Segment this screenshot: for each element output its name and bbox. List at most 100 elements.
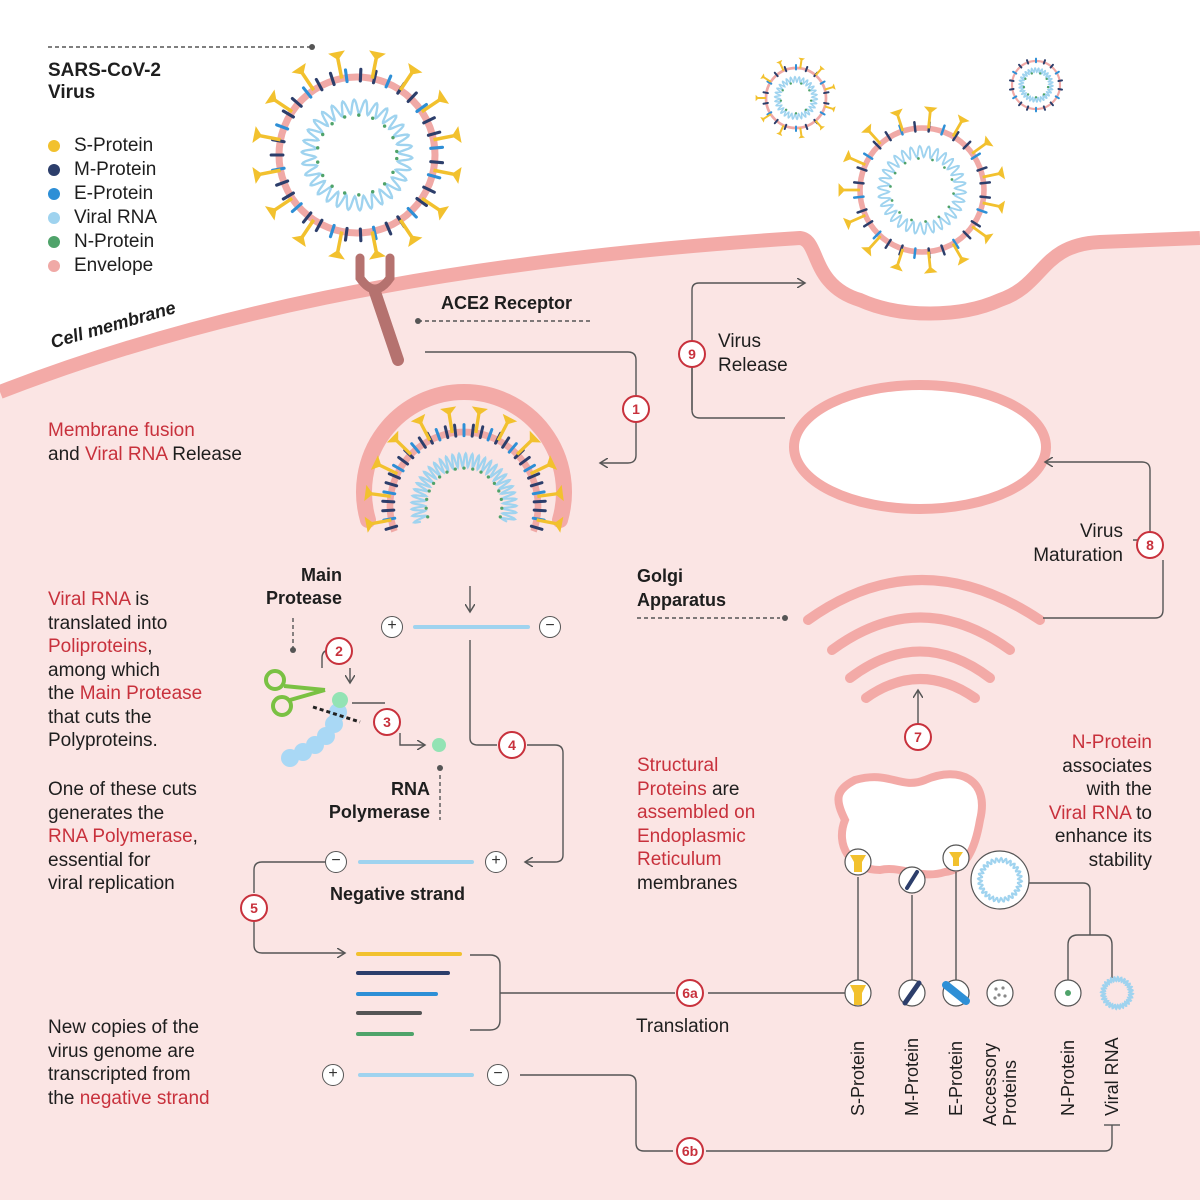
caption-text: transcripted from	[48, 1064, 191, 1085]
caption-highlight: assembled on	[637, 802, 756, 823]
cell-membrane	[0, 230, 1200, 399]
legend-dot	[48, 212, 60, 224]
caption-text: and	[48, 443, 85, 465]
legend-label: M-Protein	[74, 159, 157, 180]
virus-maturation-label: Virus Maturation	[1033, 521, 1123, 566]
rna-strands	[356, 625, 530, 1077]
caption-highlight: RNA Polymerase	[48, 826, 193, 847]
caption-highlight: Viral RNA	[84, 443, 167, 465]
legend-label: N-Protein	[74, 231, 155, 252]
caption-highlight: Membrane fusion	[48, 420, 195, 441]
polyprotein-chain	[281, 703, 347, 767]
caption-text: to	[1130, 802, 1152, 824]
caption-highlight: Viral RNA	[48, 589, 131, 610]
legend-item-m-protein: M-Protein	[48, 158, 157, 182]
legend-label: S-Protein	[74, 135, 154, 156]
m-protein-icon	[898, 979, 926, 1007]
n-protein-caption: N-Protein associates with the Viral RNA …	[1000, 731, 1152, 872]
caption-highlight: Viral RNA	[1048, 802, 1131, 824]
caption-text: ,	[147, 636, 153, 657]
cut-line	[312, 705, 361, 724]
minus-sign: −	[325, 851, 347, 873]
legend-dot	[48, 236, 60, 248]
caption-highlight: N-Protein	[1071, 732, 1152, 753]
legend-item-n-protein: N-Protein	[48, 230, 157, 254]
protein-product-icons	[844, 975, 1135, 1011]
step-8-badge: 8	[1136, 531, 1164, 559]
n-protein-icon	[1054, 979, 1082, 1007]
membrane-fusion-caption: Membrane fusion and Viral RNA Release	[48, 419, 288, 466]
plus-sign: +	[322, 1064, 344, 1086]
caption-text: are	[706, 778, 740, 800]
legend-dot	[48, 260, 60, 272]
caption-text: One of these cuts	[48, 779, 197, 800]
accessory-line: Proteins	[1000, 1059, 1020, 1126]
step-1-badge: 1	[622, 395, 650, 423]
legend-label: Envelope	[74, 255, 154, 276]
legend-label: Viral RNA	[74, 207, 158, 228]
caption-highlight: negative strand	[79, 1087, 210, 1109]
ace2-receptor-label: ACE2 Receptor	[441, 293, 573, 313]
virus-particle-budding	[838, 106, 1006, 274]
caption-text: membranes	[637, 872, 738, 894]
ace2-receptor	[355, 253, 404, 366]
pathway-connectors	[253, 283, 1164, 1152]
caption-text: essential for	[48, 849, 151, 871]
s-protein-icon	[844, 979, 872, 1007]
step-6a-badge: 6a	[676, 979, 704, 1007]
legend-item-e-protein: E-Protein	[48, 182, 157, 206]
legend-item-s-protein: S-Protein	[48, 134, 157, 158]
caption-text: enhance its	[1054, 826, 1152, 847]
accessory-line: Accessory	[980, 1042, 1000, 1126]
product-label-viral-rna: Viral RNA	[1102, 1037, 1122, 1116]
caption-text: translated into	[48, 612, 168, 634]
endosome-membrane	[356, 384, 572, 528]
rna-polymerase-label: RNA Polymerase	[328, 779, 430, 822]
virus-particle-released	[1009, 57, 1063, 113]
step-3-badge: 3	[373, 708, 401, 736]
caption-text: stability	[1088, 849, 1152, 871]
caption-highlight: Reticulum	[637, 849, 722, 870]
e-protein-icon	[942, 979, 970, 1007]
structural-proteins-caption: Structural Proteins are assembled on End…	[637, 754, 797, 895]
caption-text: among which	[48, 659, 160, 681]
legend-dot	[48, 164, 60, 176]
polymerase-caption: One of these cuts generates the RNA Poly…	[48, 778, 248, 896]
main-protease-label: Main Protease	[265, 565, 342, 608]
n-protein-rna-complex	[976, 856, 1024, 904]
virus-particle-legend	[252, 50, 462, 260]
caption-text: the	[48, 1087, 80, 1109]
step-2-badge: 2	[325, 637, 353, 665]
caption-text: generates the	[48, 802, 165, 824]
scissors-icon	[264, 669, 326, 717]
caption-text: virus genome are	[48, 1040, 195, 1062]
virus-particle-fusing	[364, 406, 564, 533]
minus-sign: −	[539, 616, 561, 638]
caption-highlight: Proteins	[637, 778, 707, 800]
legend-item-envelope: Envelope	[48, 254, 157, 278]
caption-text: New copies of the	[48, 1017, 200, 1038]
legend-dot	[48, 140, 60, 152]
caption-text: that cuts the	[48, 706, 152, 728]
rna-polymerase-dot	[432, 738, 446, 752]
caption-text: viral replication	[48, 873, 175, 894]
step-6b-badge: 6b	[676, 1137, 704, 1165]
step-9-badge: 9	[678, 340, 706, 368]
golgi-apparatus	[803, 575, 1045, 703]
caption-text: with the	[1086, 779, 1152, 800]
product-label-n-protein: N-Protein	[1058, 1039, 1078, 1116]
product-label-m-protein: M-Protein	[902, 1037, 922, 1116]
minus-sign: −	[487, 1064, 509, 1086]
step-7-badge: 7	[904, 723, 932, 751]
accessory-proteins-icon	[986, 979, 1014, 1007]
plus-sign: +	[485, 851, 507, 873]
caption-highlight: Main Protease	[79, 683, 203, 704]
legend-title: SARS-CoV-2 Virus	[48, 60, 161, 103]
caption-text: Release	[167, 443, 242, 465]
caption-highlight: Structural	[637, 755, 719, 776]
step-4-badge: 4	[498, 731, 526, 759]
negative-strand-label: Negative strand	[330, 884, 466, 904]
product-label-accessory-proteins: Accessory Proteins	[980, 1043, 1020, 1126]
